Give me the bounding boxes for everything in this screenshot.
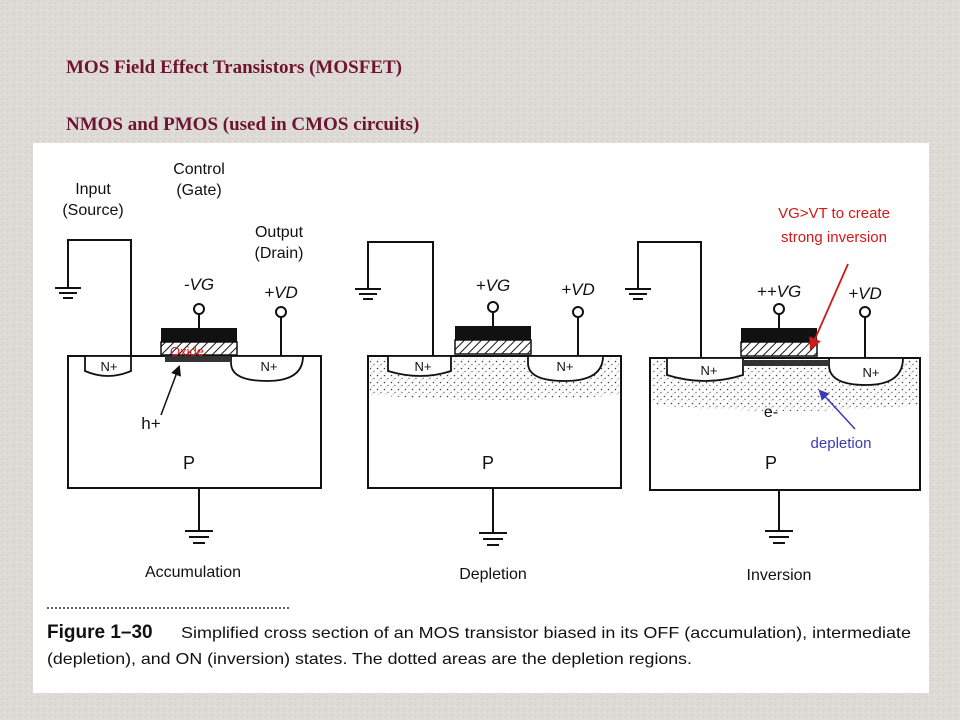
drain-terminal: [275, 306, 287, 318]
figure-number: Figure 1–30: [47, 622, 153, 643]
gate-voltage-label: -VG: [184, 275, 214, 294]
state-label: Depletion: [459, 566, 527, 583]
gate-voltage-label: ++VG: [757, 282, 801, 301]
hole-arrow: [160, 365, 181, 416]
gate-electrode: [455, 326, 531, 340]
gate-terminal: [193, 303, 205, 315]
caption-line1: Simplified cross section of an MOS trans…: [181, 625, 911, 642]
body-ground-symbol: [185, 530, 213, 544]
caption-line2: (depletion), and ON (inversion) states. …: [47, 651, 692, 668]
output-label-sub: (Drain): [255, 245, 304, 262]
figure-panel: Input (Source) Control (Gate) Output (Dr…: [33, 143, 929, 693]
drain-well: [828, 357, 904, 386]
substrate-label: P: [765, 453, 777, 473]
gate-electrode: [161, 328, 237, 342]
transistor-depletion: N+ N+ +VG +VD P Depletion: [355, 241, 622, 583]
source-well: [387, 355, 452, 377]
inversion-note-line2: strong inversion: [781, 229, 887, 246]
depletion-annotation: depletion: [811, 435, 872, 452]
ground-symbol: [55, 287, 81, 299]
source-well: [666, 357, 744, 382]
drain-terminal: [859, 306, 871, 318]
transistor-accumulation: Input (Source) Control (Gate) Output (Dr…: [55, 161, 322, 581]
state-label: Accumulation: [145, 564, 241, 581]
slide-subtitle: NMOS and PMOS (used in CMOS circuits): [66, 114, 420, 135]
n-plus-drain: N+: [863, 365, 880, 380]
n-plus-source: N+: [415, 359, 432, 374]
source-wire: [367, 241, 434, 363]
gate-oxide: [740, 341, 818, 357]
substrate-label: P: [482, 453, 494, 473]
electron-label: e-: [764, 404, 778, 421]
control-label-sub: (Gate): [176, 182, 221, 199]
body-ground-symbol: [479, 532, 507, 546]
ground-symbol: [355, 288, 381, 300]
drain-terminal: [572, 306, 584, 318]
inversion-channel: [743, 360, 829, 366]
gate-voltage-label: +VG: [476, 276, 511, 295]
n-plus-source: N+: [701, 363, 718, 378]
inversion-note-line1: VG>VT to create: [778, 205, 890, 222]
ground-symbol: [625, 288, 651, 300]
gate-terminal: [487, 301, 499, 313]
depletion-arrow: [818, 389, 856, 430]
n-plus-source: N+: [101, 359, 118, 374]
oxide-label: Oxide: [170, 344, 204, 359]
n-plus-drain: N+: [557, 359, 574, 374]
gate-oxide: [454, 339, 532, 355]
output-label: Output: [255, 224, 304, 241]
drain-well: [527, 355, 604, 382]
drain-well: [230, 355, 304, 382]
hole-accumulation-layer: [165, 356, 231, 362]
gate-terminal: [773, 303, 785, 315]
gate-electrode: [741, 328, 817, 342]
source-wire: [637, 241, 702, 363]
drain-voltage-label: +VD: [848, 284, 882, 303]
body-ground-symbol: [765, 530, 793, 544]
state-label: Inversion: [747, 567, 812, 584]
substrate-label: P: [183, 453, 195, 473]
mosfet-diagram: Input (Source) Control (Gate) Output (Dr…: [47, 161, 921, 668]
n-plus-drain: N+: [261, 359, 278, 374]
control-label: Control: [173, 161, 225, 178]
input-label: Input: [75, 181, 111, 198]
gate-oxide: [160, 341, 238, 356]
source-wire: [67, 239, 132, 363]
drain-voltage-label: +VD: [561, 280, 595, 299]
inversion-note-arrow: [809, 263, 849, 351]
transistor-inversion: N+ N+ ++VG +VD e- P Inversion VG>VT to c…: [625, 205, 921, 584]
input-label-sub: (Source): [62, 202, 123, 219]
source-well: [84, 355, 132, 377]
hole-label: h+: [141, 414, 160, 433]
slide-title: MOS Field Effect Transistors (MOSFET): [66, 57, 402, 78]
drain-voltage-label: +VD: [264, 283, 298, 302]
